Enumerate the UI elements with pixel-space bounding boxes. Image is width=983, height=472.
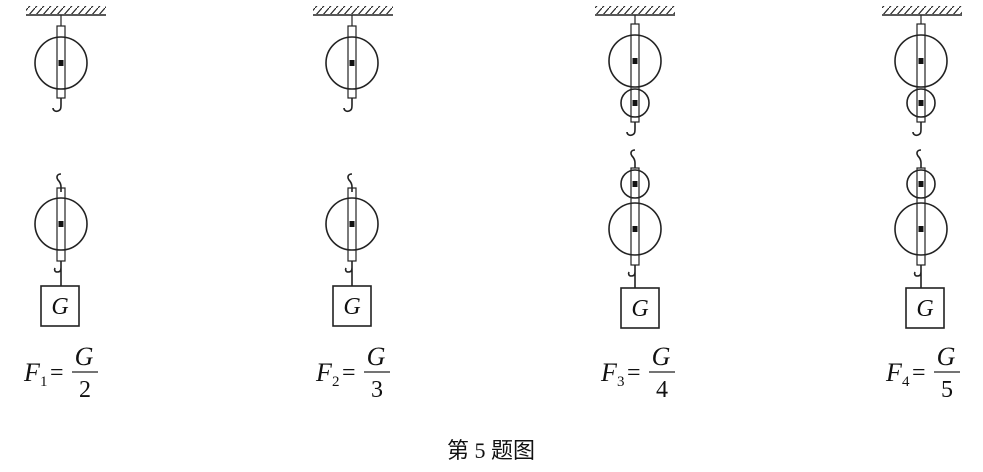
fraction-numerator: G: [367, 342, 386, 371]
figure-caption: 第 5 题图: [447, 438, 535, 463]
force-formula-2: F 2 = G 3: [315, 342, 390, 403]
hook: [56, 173, 62, 192]
hook: [347, 173, 353, 192]
hook: [344, 261, 353, 286]
force-symbol: F: [885, 358, 903, 387]
force-subscript: 4: [902, 374, 910, 390]
pulley-system-3: G F 3 = G 4: [595, 6, 675, 403]
weight-label: G: [631, 296, 648, 322]
force-subscript: 1: [40, 374, 48, 390]
hook: [627, 265, 636, 288]
force-subscript: 3: [617, 374, 625, 390]
fixed-pulley: [34, 25, 88, 99]
fixed-pulley-large: [894, 34, 948, 88]
force-formula-3: F 3 = G 4: [600, 342, 675, 403]
equals-sign: =: [50, 360, 64, 386]
weight-box: G: [620, 287, 660, 329]
force-subscript: 2: [332, 374, 340, 390]
movable-pulley-frame: [916, 167, 926, 266]
weight-box: G: [905, 287, 945, 329]
force-symbol: F: [315, 358, 333, 387]
fraction-denominator: 4: [656, 377, 668, 403]
hook: [53, 261, 62, 286]
equals-sign: =: [912, 360, 926, 386]
pulley-system-4: G F 4 = G 5: [882, 6, 962, 403]
movable-pulley: [325, 187, 379, 262]
weight-label: G: [51, 294, 68, 320]
hook: [912, 122, 922, 137]
fraction-denominator: 5: [941, 377, 953, 403]
movable-pulley: [34, 187, 88, 262]
equals-sign: =: [342, 360, 356, 386]
weight-box: G: [332, 285, 372, 327]
movable-pulley-small: [906, 169, 936, 199]
weight-box: G: [40, 285, 80, 327]
hook: [916, 149, 922, 168]
force-symbol: F: [23, 358, 41, 387]
fixed-pulley-frame: [630, 23, 640, 123]
pulley-system-2: G F 2 = G 3: [313, 6, 393, 403]
hook: [52, 98, 62, 113]
movable-pulley-frame: [630, 167, 640, 266]
fraction-numerator: G: [937, 342, 956, 371]
hook: [343, 98, 353, 113]
force-symbol: F: [600, 358, 618, 387]
ceiling-support: [313, 6, 393, 16]
ceiling-support: [595, 6, 675, 16]
hook: [630, 149, 636, 168]
hook: [913, 265, 922, 288]
pulley-system-1: G F 1 = G 2: [23, 6, 106, 403]
force-formula-4: F 4 = G 5: [885, 342, 960, 403]
weight-label: G: [916, 296, 933, 322]
ceiling-support: [26, 6, 106, 16]
fixed-pulley-frame: [916, 23, 926, 123]
fixed-pulley: [325, 25, 379, 99]
equals-sign: =: [627, 360, 641, 386]
movable-pulley-small: [620, 169, 650, 199]
fraction-denominator: 2: [79, 377, 91, 403]
fixed-pulley-large: [608, 34, 662, 88]
fraction-numerator: G: [75, 342, 94, 371]
fixed-pulley-small: [620, 88, 650, 118]
force-formula-1: F 1 = G 2: [23, 342, 98, 403]
movable-pulley-large: [608, 202, 662, 256]
weight-label: G: [343, 294, 360, 320]
fraction-denominator: 3: [371, 377, 383, 403]
movable-pulley-large: [894, 202, 948, 256]
fraction-numerator: G: [652, 342, 671, 371]
hook: [626, 122, 636, 137]
fixed-pulley-small: [906, 88, 936, 118]
ceiling-support: [882, 6, 962, 16]
